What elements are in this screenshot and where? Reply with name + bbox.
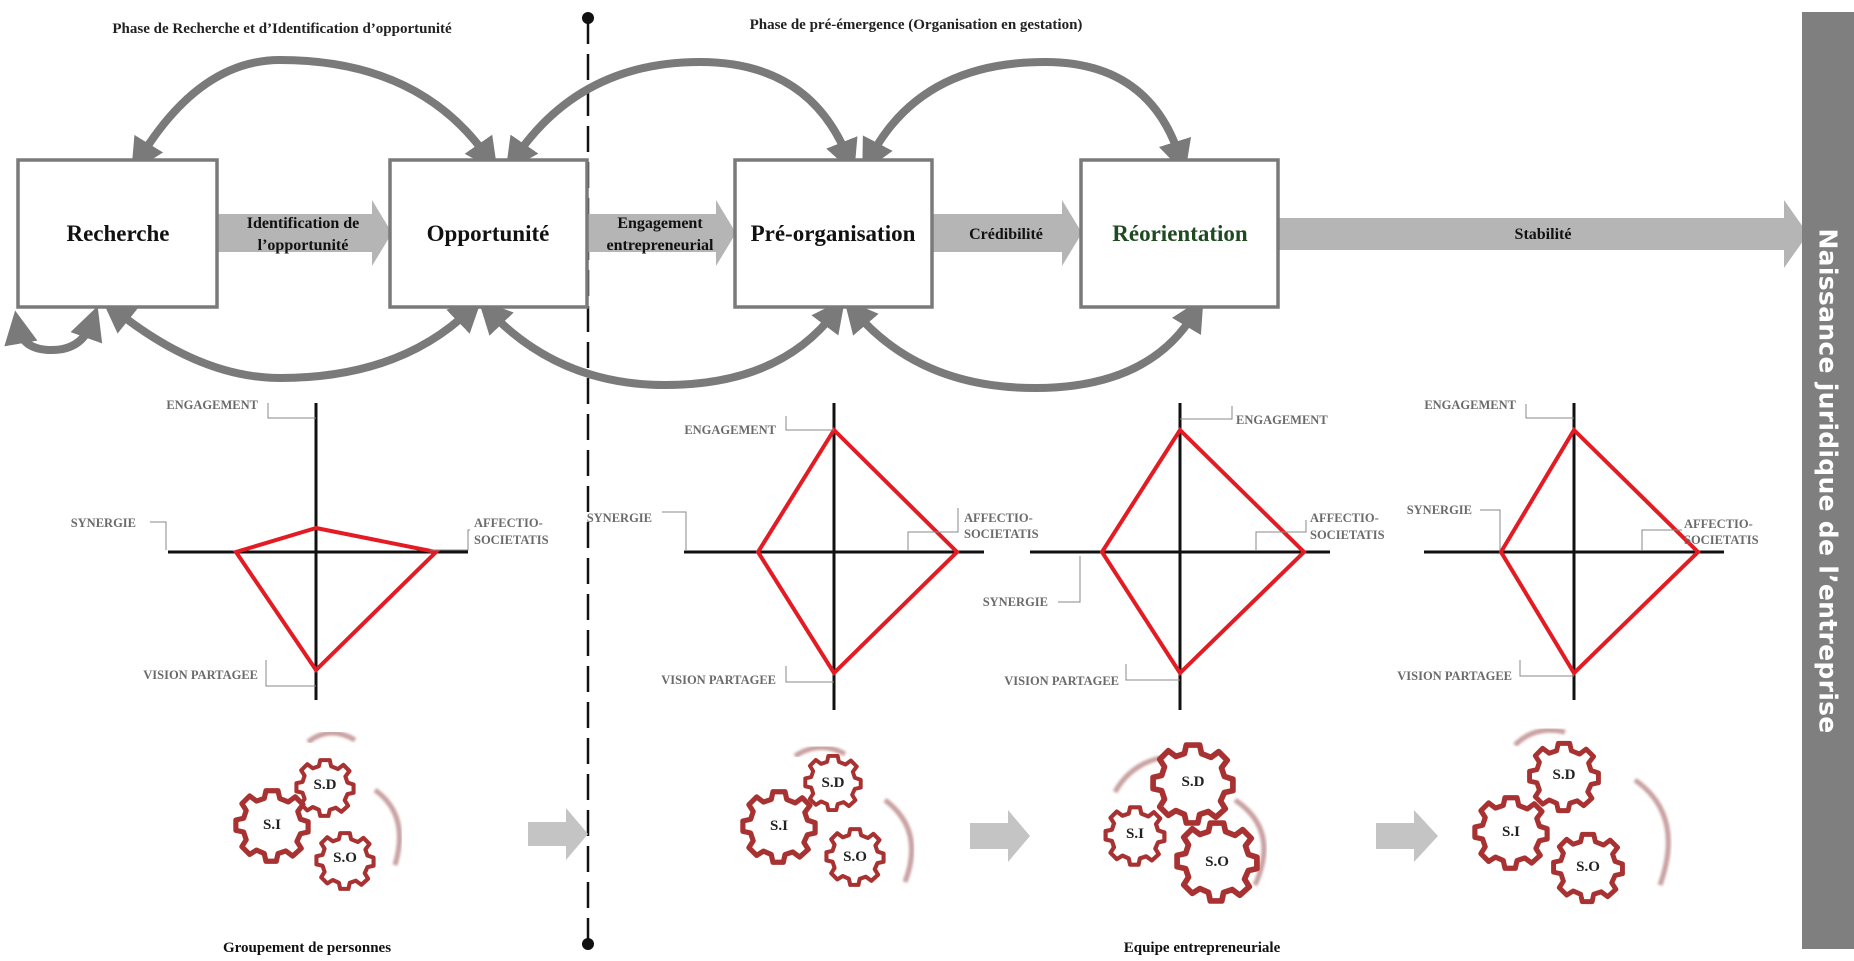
curve-arrow-top-3	[505, 58, 701, 172]
axis-label-affectio-2: SOCIETATIS	[474, 533, 549, 547]
progress-arrows	[528, 808, 1438, 862]
axis-label-affectio-1: AFFECTIO-	[1310, 511, 1379, 525]
block-arrow-2	[970, 810, 1030, 862]
curve-arrow-bottom-1	[101, 299, 281, 382]
label-stabilite: Stabilité	[1515, 226, 1572, 243]
gear-label-si: S.I	[263, 817, 281, 833]
axis-label-affectio-2: SOCIETATIS	[1310, 528, 1385, 542]
curve-arrow-top-6	[1044, 58, 1192, 175]
axis-label-vision: VISION PARTAGEE	[661, 673, 776, 687]
axis-label-synergie: SYNERGIE	[71, 516, 136, 530]
gear-label-so: S.O	[1576, 859, 1600, 875]
phase-title-right: Phase de pré-émergence (Organisation en …	[750, 17, 1083, 33]
curve-arrow-bottom-3	[478, 299, 666, 389]
label-credibilite: Crédibilité	[969, 226, 1043, 243]
axis-label-affectio-2: SOCIETATIS	[964, 527, 1039, 541]
label-identification-1: Identification de	[247, 215, 359, 232]
gear-label-sd: S.D	[1553, 767, 1576, 783]
gear-label-sd: S.D	[822, 775, 845, 791]
curve-arrow-top-4	[699, 58, 858, 174]
axis-label-affectio-1: AFFECTIO-	[1684, 517, 1753, 531]
axis-label-synergie: SYNERGIE	[587, 511, 652, 525]
block-arrow-3	[1376, 810, 1438, 862]
curve-arrow-bottom-2	[279, 298, 483, 382]
radar-polygon-1	[232, 525, 441, 674]
axis-label-vision: VISION PARTAGEE	[143, 668, 258, 682]
feedback-arrows	[4, 56, 1204, 392]
radar-1: ENGAGEMENT SYNERGIE AFFECTIO- SOCIETATIS…	[71, 398, 549, 700]
box-recherche	[16, 158, 219, 309]
gear-label-si: S.I	[1502, 824, 1520, 840]
curve-arrow-bottom-4	[664, 298, 846, 389]
curve-arrow-top-2	[279, 56, 498, 172]
axis-label-engagement: ENGAGEMENT	[684, 423, 776, 437]
label-equipe: Equipe entrepreneuriale	[1124, 940, 1281, 956]
gear-label-si: S.I	[1126, 826, 1144, 842]
curve-arrow-bottom-6	[1034, 297, 1204, 392]
arrow-stabilite	[1278, 200, 1808, 268]
axis-label-engagement: ENGAGEMENT	[1424, 398, 1516, 412]
gear-label-so: S.O	[843, 849, 867, 865]
axis-label-vision: VISION PARTAGEE	[1004, 674, 1119, 688]
sidebar-label: Naissance juridique de l’entreprise	[1813, 227, 1843, 734]
label-identification-2: l’opportunité	[258, 237, 349, 254]
box-reorientation	[1079, 158, 1280, 309]
arrow-engagement	[586, 200, 736, 266]
axis-label-synergie: SYNERGIE	[1407, 503, 1472, 517]
stage-boxes	[16, 158, 1280, 309]
transition-arrows	[216, 200, 1808, 268]
radar-polygon-2	[755, 426, 960, 677]
label-engagement-1: Engagement	[617, 215, 703, 232]
box-label-recherche: Recherche	[66, 221, 169, 246]
axis-label-synergie: SYNERGIE	[983, 595, 1048, 609]
label-engagement-2: entrepreneurial	[607, 237, 715, 254]
box-label-preorganisation: Pré-organisation	[751, 221, 916, 246]
gear-label-sd: S.D	[314, 777, 337, 793]
self-loop-arrow-1	[4, 310, 53, 354]
box-preorganisation	[733, 158, 934, 309]
axis-label-vision: VISION PARTAGEE	[1397, 669, 1512, 683]
self-loop-arrow-2	[51, 306, 103, 354]
phase-title-left: Phase de Recherche et d’Identification d…	[112, 21, 452, 37]
curve-arrow-top-5	[862, 58, 1046, 173]
gear-label-si: S.I	[770, 818, 788, 834]
arrow-credibilite	[932, 200, 1082, 266]
arrow-identification	[216, 200, 392, 266]
box-opportunite	[388, 158, 589, 309]
curve-arrow-bottom-5	[844, 299, 1036, 392]
curve-arrow-top-1	[131, 56, 281, 173]
legal-birth-sidebar: Naissance juridique de l’entreprise	[1802, 12, 1854, 949]
axis-label-affectio-2: SOCIETATIS	[1684, 533, 1759, 547]
label-groupement: Groupement de personnes	[223, 940, 391, 956]
gear-label-so: S.O	[1205, 854, 1229, 870]
radar-polygon-3	[1099, 426, 1307, 677]
gear-label-sd: S.D	[1182, 774, 1205, 790]
radar-2: ENGAGEMENT SYNERGIE AFFECTIO- SOCIETATIS…	[587, 403, 1039, 710]
axis-label-affectio-1: AFFECTIO-	[964, 511, 1033, 525]
box-label-opportunite: Opportunité	[427, 221, 550, 246]
gear-label-so: S.O	[333, 850, 357, 866]
axis-label-engagement: ENGAGEMENT	[1236, 413, 1328, 427]
gear-cluster-1: S.D S.I S.O	[236, 730, 402, 889]
radar-4: ENGAGEMENT SYNERGIE AFFECTIO- SOCIETATIS…	[1397, 398, 1759, 700]
radar-polygon-4	[1498, 426, 1701, 677]
radar-3: ENGAGEMENT SYNERGIE AFFECTIO- SOCIETATIS…	[983, 403, 1385, 710]
gear-cluster-3: S.D S.I S.O	[1106, 745, 1267, 901]
box-label-reorientation: Réorientation	[1112, 221, 1248, 246]
axis-label-affectio-1: AFFECTIO-	[474, 516, 543, 530]
phase-separator	[582, 12, 594, 950]
block-arrow-1	[528, 808, 588, 860]
gear-cluster-2: S.D S.I S.O	[743, 745, 915, 884]
axis-label-engagement: ENGAGEMENT	[166, 398, 258, 412]
gear-cluster-4: S.D S.I S.O	[1475, 727, 1671, 901]
